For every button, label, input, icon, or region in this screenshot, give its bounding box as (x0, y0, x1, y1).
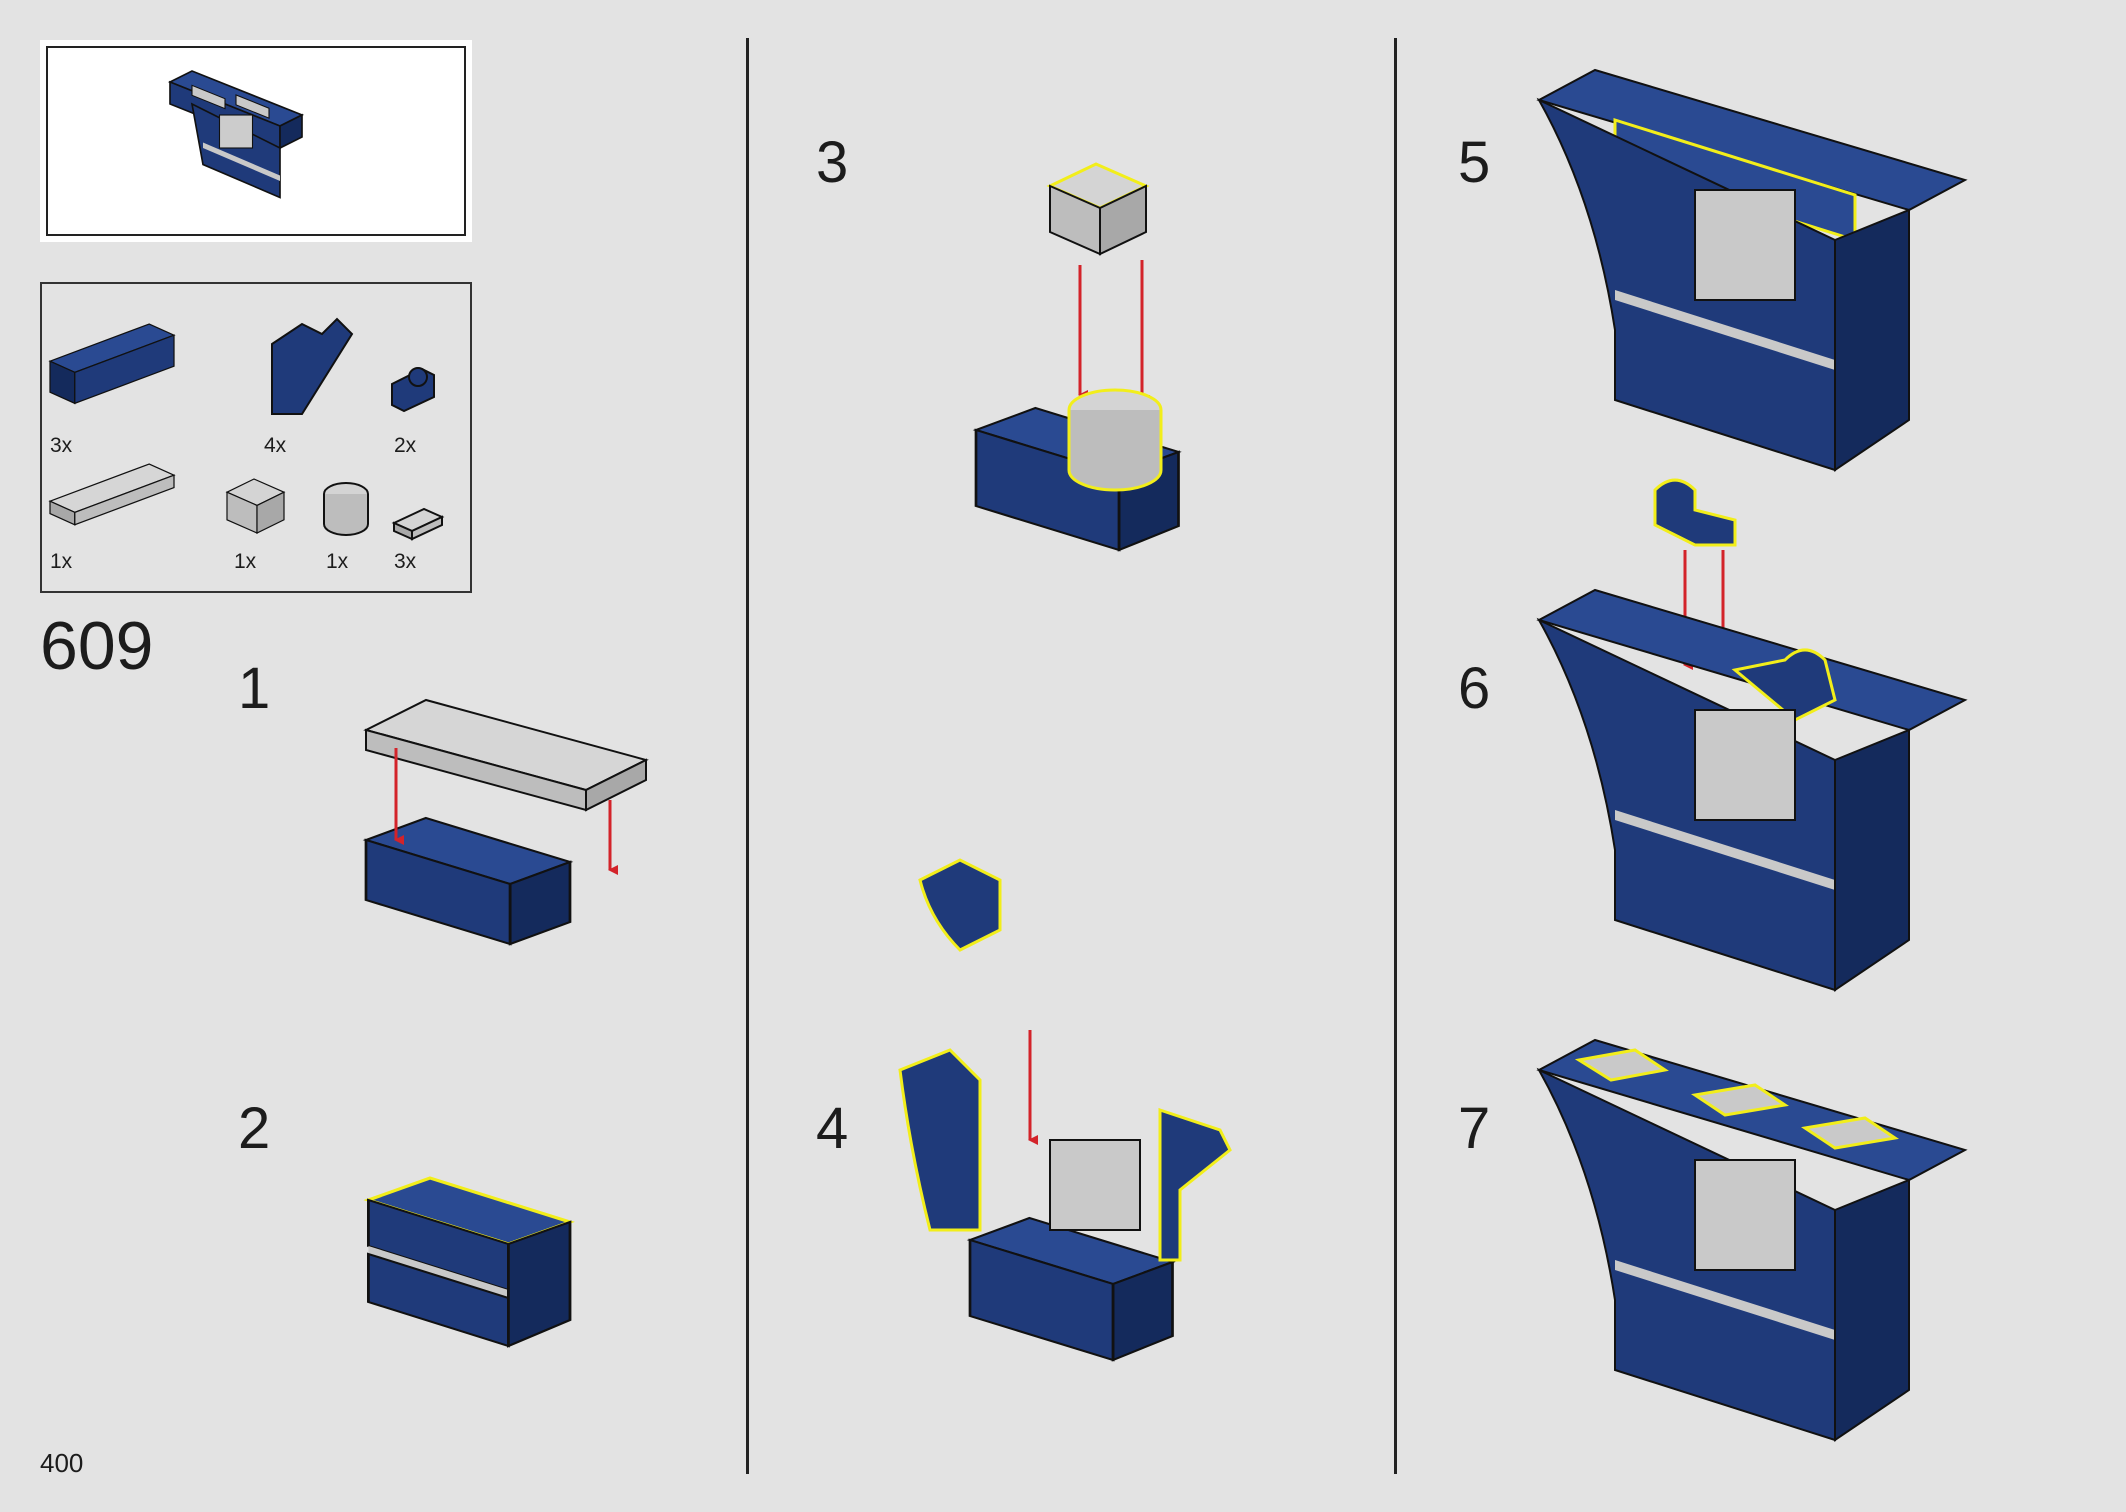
page-number: 400 (40, 1448, 84, 1478)
step-7-illustration (1536, 1038, 1968, 1442)
part-gray-plate-icon (48, 463, 176, 526)
step-2-illustration (363, 1176, 575, 1348)
step-group-number: 609 (40, 608, 154, 684)
step-number-5: 5 (1458, 130, 1491, 195)
part-blue-brick-icon (48, 323, 176, 405)
step-number-6: 6 (1458, 656, 1491, 721)
step-4-illustration (898, 858, 1232, 1362)
part-qty-4: 1x (50, 550, 73, 573)
column-divider-2 (1394, 38, 1397, 1474)
step-6-illustration (1536, 478, 1968, 992)
step-5-illustration (1536, 68, 1968, 472)
part-gray-round-brick-icon (323, 482, 369, 536)
part-qty-6: 1x (326, 550, 349, 573)
preview-box (40, 40, 472, 242)
part-qty-2: 4x (264, 434, 287, 457)
step-number-2: 2 (238, 1096, 271, 1161)
column-divider-1 (746, 38, 749, 1474)
part-gray-grille-icon (391, 507, 445, 541)
step-1-illustration (362, 698, 649, 946)
step-number-3: 3 (816, 130, 849, 195)
part-gray-brick-pin-icon (226, 478, 285, 534)
step-number-1: 1 (238, 656, 271, 721)
parts-list-images (48, 317, 445, 541)
part-qty-1: 3x (50, 434, 73, 457)
part-blue-arch-icon (271, 317, 354, 415)
parts-list-box: 3x 4x 2x 1x 1x 1x 3x (40, 282, 472, 593)
step-number-7: 7 (1458, 1096, 1491, 1161)
part-blue-bracket-icon (391, 367, 435, 413)
part-qty-3: 2x (394, 434, 417, 457)
part-qty-7: 3x (394, 550, 417, 573)
step-number-4: 4 (816, 1096, 849, 1161)
step-3-illustration (972, 162, 1182, 552)
preview-assembly-image (167, 70, 305, 199)
part-qty-5: 1x (234, 550, 257, 573)
